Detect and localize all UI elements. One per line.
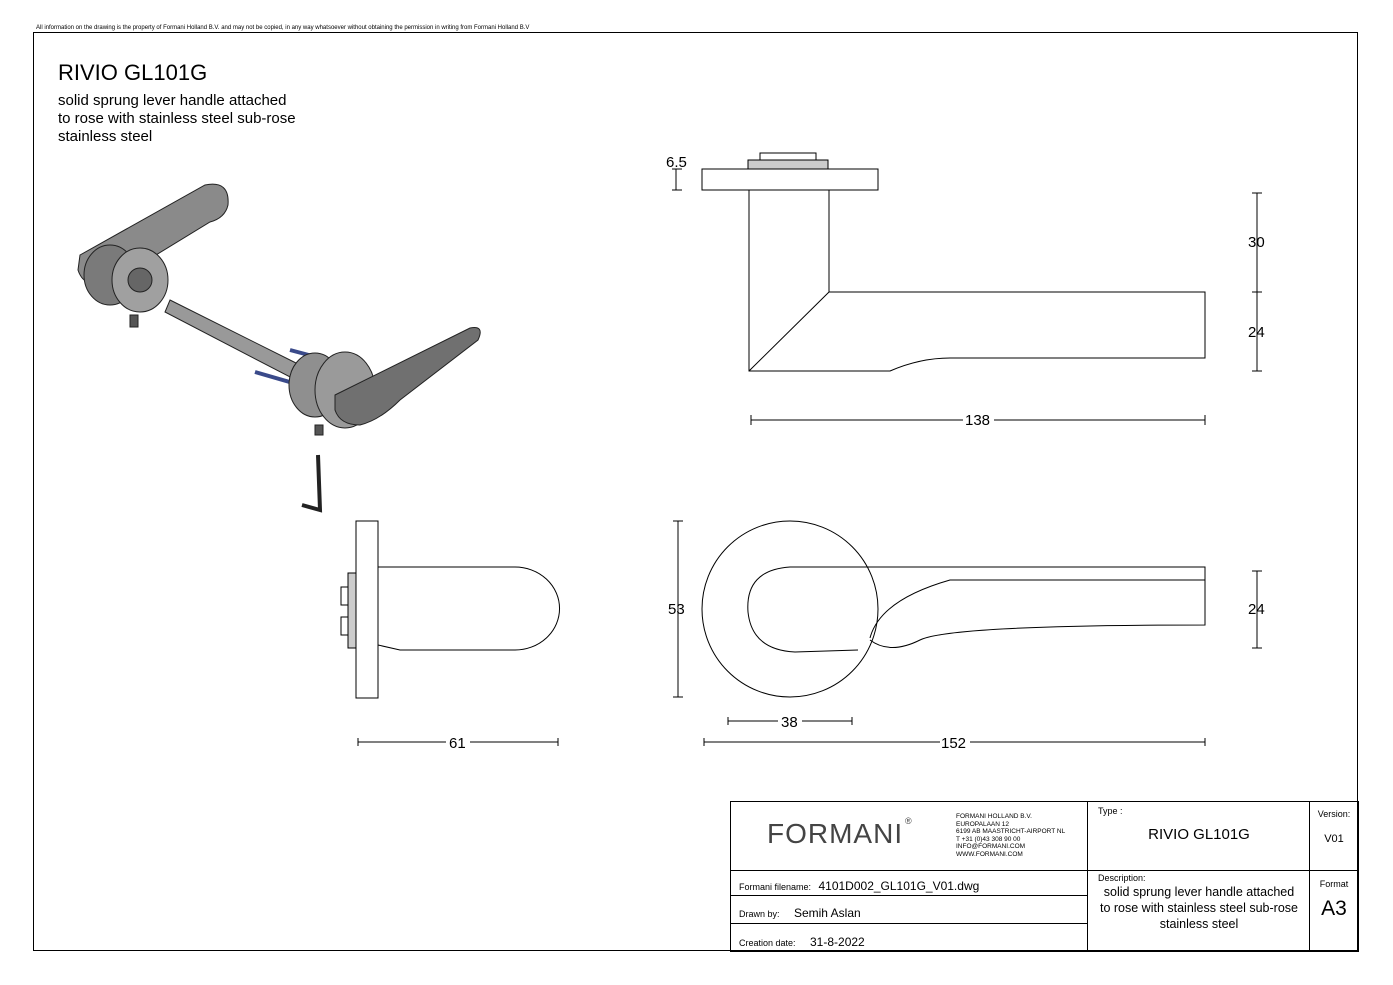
drawing-frame	[33, 32, 1358, 951]
address-line: 6199 AB MAASTRICHT-AIRPORT NL	[956, 828, 1066, 835]
company-address: FORMANI HOLLAND B.V. EUROPALAAN 12 6199 …	[956, 813, 1065, 858]
address-line: T +31 (0)43 308 90 00	[956, 835, 1021, 843]
dim-rose-thickness: 6.5	[666, 154, 687, 171]
drawn-by-label: Drawn by:	[739, 909, 780, 919]
top-view	[672, 152, 1262, 425]
filename-value: 4101D002_GL101G_V01.dwg	[818, 879, 980, 893]
description-value: solid sprung lever handle attached to ro…	[1086, 884, 1312, 932]
dim-height-lower: 24	[1248, 324, 1265, 341]
drawn-by-cell: Drawn by: Semih Aslan	[731, 896, 1088, 924]
address-line: INFO@FORMANI.COM	[956, 843, 1026, 850]
address-line: EUROPALAAN 12	[956, 820, 1009, 828]
description-line: stainless steel	[1159, 917, 1239, 931]
type-cell: Type : RIVIO GL101G	[1088, 802, 1310, 871]
dim-lever-width: 24	[1248, 601, 1265, 618]
date-label: Creation date:	[739, 938, 796, 948]
description-cell: Description: solid sprung lever handle a…	[1088, 871, 1310, 952]
description-line: to rose with stainless steel sub-rose	[58, 110, 296, 127]
side-view	[340, 520, 561, 746]
title-block: FORMANI ® FORMANI HOLLAND B.V. EUROPALAA…	[730, 801, 1359, 952]
type-label: Type :	[1098, 806, 1123, 816]
copyright-disclaimer: All information on the drawing is the pr…	[36, 25, 530, 31]
dim-depth: 61	[449, 735, 466, 752]
format-cell: Format A3	[1310, 871, 1358, 952]
description-line: stainless steel	[58, 128, 153, 145]
type-value: RIVIO GL101G	[1148, 826, 1250, 843]
date-cell: Creation date: 31-8-2022	[731, 924, 1088, 952]
dim-length-front: 152	[941, 735, 966, 752]
description-line: solid sprung lever handle attached	[1103, 885, 1295, 899]
logo-cell: FORMANI ® FORMANI HOLLAND B.V. EUROPALAA…	[731, 802, 1088, 871]
version-cell: Version: V01	[1310, 802, 1358, 871]
front-view	[673, 520, 1262, 746]
address-line: FORMANI HOLLAND B.V.	[956, 813, 1032, 820]
dim-38: 38	[781, 714, 798, 731]
description-line: to rose with stainless steel sub-rose	[1099, 901, 1298, 915]
date-value: 31-8-2022	[810, 935, 865, 949]
product-description: solid sprung lever handle attached to ro…	[58, 92, 358, 146]
version-value: V01	[1324, 833, 1344, 845]
formani-logo: FORMANI	[767, 818, 904, 849]
dim-height-upper: 30	[1248, 234, 1265, 251]
product-title: RIVIO GL101G	[58, 60, 208, 85]
format-value: A3	[1321, 897, 1347, 920]
isometric-exploded-view	[77, 183, 481, 513]
version-label: Version:	[1317, 809, 1351, 819]
filename-cell: Formani filename: 4101D002_GL101G_V01.dw…	[731, 871, 1088, 896]
format-label: Format	[1319, 879, 1349, 889]
dim-length-top: 138	[965, 412, 990, 429]
description-line: solid sprung lever handle attached	[58, 92, 287, 109]
drawn-by-value: Semih Aslan	[793, 906, 861, 920]
dim-rose-diameter: 53	[668, 601, 685, 618]
filename-label: Formani filename:	[739, 882, 812, 892]
description-label: Description:	[1098, 873, 1146, 883]
address-line: WWW.FORMANI.COM	[956, 850, 1023, 858]
